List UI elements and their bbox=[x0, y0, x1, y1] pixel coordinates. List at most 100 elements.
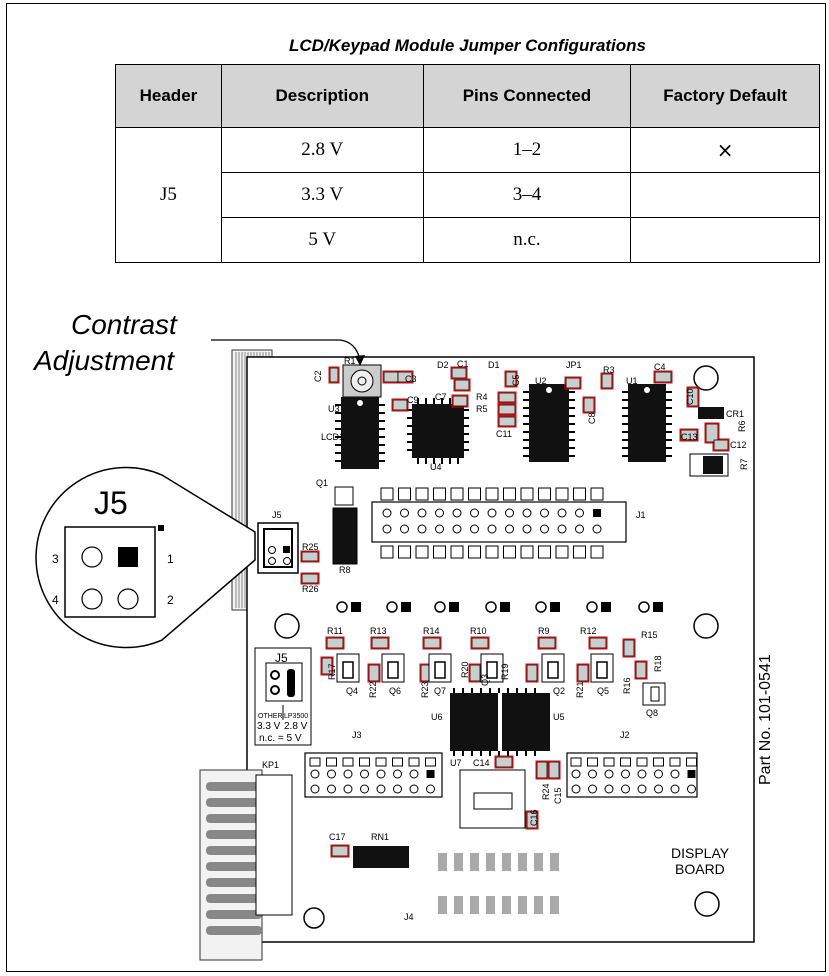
cell-pins: n.c. bbox=[422, 217, 632, 263]
designator-c3: C3 bbox=[405, 374, 417, 384]
zoom-pin-3: 3 bbox=[52, 552, 59, 566]
designator-r22: R22 bbox=[368, 681, 378, 698]
designator-c5: C5 bbox=[511, 374, 521, 386]
designator-jp1: JP1 bbox=[566, 360, 582, 370]
col-header: Header bbox=[115, 64, 222, 128]
designator-c15: C15 bbox=[553, 787, 563, 804]
header-cell-j5: J5 bbox=[115, 127, 222, 263]
ic-u2 bbox=[529, 384, 569, 462]
table-row: 3.3 V 3–4 bbox=[116, 172, 820, 218]
designator-q4: Q4 bbox=[346, 686, 358, 696]
j5-lp3500: LP3500 bbox=[284, 713, 308, 720]
designator-q7: Q7 bbox=[434, 686, 446, 696]
header-j4 bbox=[438, 853, 559, 914]
transistor-row bbox=[336, 653, 614, 683]
keypad-ribbon-cable bbox=[199, 769, 263, 961]
designator-r19: R19 bbox=[500, 663, 510, 680]
cell-description: 5 V bbox=[220, 217, 424, 263]
designator-c11: C11 bbox=[496, 429, 512, 439]
header-j2 bbox=[566, 752, 698, 798]
designator-r21: R21 bbox=[575, 681, 585, 698]
mounting-holes bbox=[274, 365, 720, 929]
designator-c17: C17 bbox=[329, 832, 346, 842]
designator-c14: C14 bbox=[473, 758, 490, 768]
designator-r20: R20 bbox=[460, 661, 470, 678]
display-board-label-2: BOARD bbox=[675, 861, 725, 877]
designator-r4: R4 bbox=[476, 392, 488, 402]
jumper-j5-board bbox=[257, 522, 299, 574]
designator-c13: C13 bbox=[681, 432, 698, 442]
designator-r13: R13 bbox=[370, 626, 387, 636]
designator-u1: U1 bbox=[626, 376, 638, 386]
designator-r25: R25 bbox=[302, 542, 319, 552]
designator-q6: Q6 bbox=[389, 686, 401, 696]
transistor-q1 bbox=[334, 486, 354, 506]
j5-zoom-callout bbox=[35, 466, 256, 649]
designator-r23: R23 bbox=[420, 681, 430, 698]
designator-q3: Q3 bbox=[480, 674, 490, 686]
designator-q8: Q8 bbox=[646, 708, 658, 718]
j5-silkscreen-legend bbox=[254, 647, 312, 746]
j5-small-label: J5 bbox=[275, 651, 288, 665]
designator-r5: R5 bbox=[476, 404, 488, 414]
keypad-connector-kp1 bbox=[255, 774, 293, 916]
zoom-pin-4: 4 bbox=[52, 593, 59, 607]
resistor-r8 bbox=[332, 507, 358, 565]
header-j3 bbox=[304, 752, 443, 798]
designator-j1: J1 bbox=[636, 510, 646, 520]
header-j1 bbox=[371, 487, 627, 559]
designator-c2: C2 bbox=[313, 370, 323, 382]
designator-c10: C10 bbox=[685, 388, 695, 405]
designator-r10: R10 bbox=[470, 626, 487, 636]
zoom-pin-2: 2 bbox=[167, 593, 174, 607]
designator-j4: J4 bbox=[404, 912, 414, 922]
ic-u1 bbox=[628, 384, 666, 462]
designator-r24: R24 bbox=[541, 783, 551, 800]
designator-r16: R16 bbox=[622, 677, 632, 694]
designator-r6: R6 bbox=[737, 420, 747, 432]
ic-u7 bbox=[459, 769, 526, 829]
jumper-table: Header Description Pins Connected Factor… bbox=[115, 64, 820, 263]
resistor-network-rn1 bbox=[353, 846, 409, 868]
col-description: Description bbox=[220, 64, 424, 128]
led-row bbox=[336, 601, 663, 613]
designator-q1: Q1 bbox=[316, 478, 328, 488]
j5-nc: n.c. = 5 V bbox=[259, 733, 302, 744]
designator-c9: C9 bbox=[407, 395, 419, 405]
ic-u4 bbox=[412, 404, 464, 458]
designator-c4: C4 bbox=[654, 362, 666, 372]
contrast-arrow-icon bbox=[355, 355, 365, 366]
designator-u7: U7 bbox=[450, 758, 462, 768]
designator-rn1: RN1 bbox=[371, 832, 389, 842]
table-row: 5 V n.c. bbox=[116, 217, 820, 263]
designator-r1: R1 bbox=[344, 356, 356, 366]
designator-kp1: KP1 bbox=[262, 760, 279, 770]
designator-u6: U6 bbox=[431, 712, 443, 722]
designator-r18: R18 bbox=[653, 655, 663, 672]
designator-q5: Q5 bbox=[597, 686, 609, 696]
designator-u2: U2 bbox=[535, 376, 547, 386]
zoom-j5-label: J5 bbox=[94, 485, 128, 521]
designator-lcd1: LCD1 bbox=[321, 432, 344, 442]
contrast-label-2: Adjustment bbox=[32, 345, 175, 376]
designator-r12: R12 bbox=[580, 626, 597, 636]
designator-u4: U4 bbox=[430, 462, 442, 472]
cell-pins: 3–4 bbox=[422, 172, 632, 218]
designator-c1: C1 bbox=[457, 359, 469, 369]
ic-u3 bbox=[341, 397, 379, 469]
cell-default: × bbox=[630, 127, 820, 173]
designator-r7: R7 bbox=[739, 458, 749, 470]
ic-u5 bbox=[502, 693, 550, 751]
designator-d1: D1 bbox=[488, 360, 500, 370]
cell-default bbox=[630, 217, 820, 263]
j5-33v: 3.3 V bbox=[257, 721, 281, 732]
col-pins-connected: Pins Connected bbox=[422, 64, 632, 128]
table-row: J5 2.8 V 1–2 × bbox=[115, 127, 820, 263]
zoom-pin-1: 1 bbox=[167, 552, 174, 566]
designator-u5: U5 bbox=[553, 712, 565, 722]
designator-r8: R8 bbox=[339, 565, 351, 575]
designator-c7: C7 bbox=[435, 392, 447, 402]
designator-c8: C8 bbox=[587, 412, 597, 424]
